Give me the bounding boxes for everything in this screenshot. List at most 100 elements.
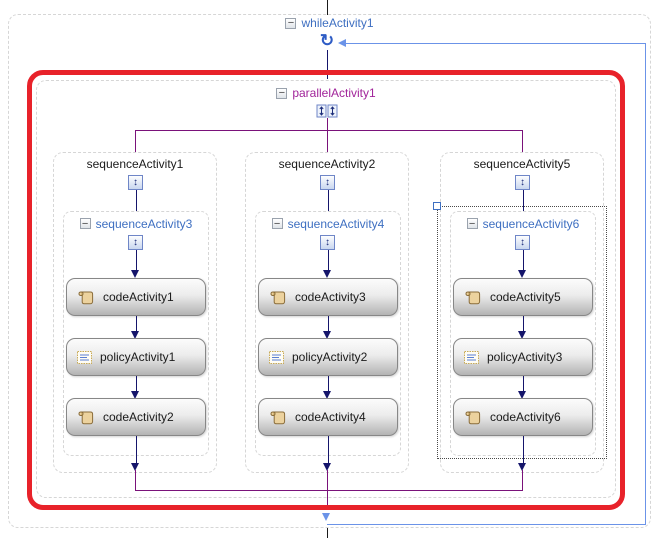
connector-line [328, 436, 329, 463]
connector-while-to-parallel [327, 50, 328, 79]
connector-join-center [327, 470, 328, 505]
sequence-title: sequenceActivity1 [86, 157, 184, 171]
loopback-arrowhead-left [338, 39, 346, 47]
inner-sequence-header[interactable]: − sequenceActivity4 [255, 216, 401, 231]
connector-parallel-stem [327, 118, 328, 130]
inner-sequence-header[interactable]: − sequenceActivity6 [450, 216, 596, 231]
activity-label: policyActivity1 [100, 350, 176, 364]
connector-line [523, 436, 524, 463]
connector-join [522, 470, 523, 490]
connector-branch-drop [522, 130, 523, 152]
scroll-icon [464, 410, 482, 425]
arrowhead-down [518, 270, 526, 278]
code-activity[interactable]: codeActivity1 [66, 278, 206, 316]
connector-exit-line [327, 528, 328, 538]
sequence-icon[interactable]: ↕ [320, 175, 335, 190]
connector-loopback-bottom [327, 524, 645, 525]
activity-label: codeActivity3 [295, 290, 366, 304]
connector-line [136, 376, 137, 391]
arrowhead-down [131, 391, 139, 399]
parallel-activity-container[interactable] [36, 80, 616, 498]
inner-sequence-label: sequenceActivity3 [95, 216, 193, 231]
arrowhead-down [323, 270, 331, 278]
connector-line [523, 190, 524, 211]
parallel-icon[interactable] [316, 104, 338, 118]
selection-rect [437, 206, 607, 459]
activity-label: codeActivity5 [490, 290, 561, 304]
connector-branch-drop [135, 130, 136, 152]
code-activity[interactable]: codeActivity3 [258, 278, 398, 316]
activity-label: codeActivity2 [103, 410, 174, 424]
while-activity-label: whileActivity1 [301, 16, 374, 30]
connector-join [135, 470, 136, 490]
sequence-icon[interactable]: ↕ [515, 175, 530, 190]
inner-sequence-label: sequenceActivity4 [287, 216, 385, 231]
loopback-arrowhead-down [322, 513, 330, 521]
sequence-icon[interactable]: ↕ [128, 235, 143, 250]
connector-loopback-right [645, 43, 646, 525]
connector-join-bar [135, 490, 523, 491]
collapse-toggle-icon[interactable]: − [79, 218, 91, 229]
arrowhead-down [518, 391, 526, 399]
arrowhead-down [131, 463, 139, 471]
connector-line [136, 250, 137, 270]
code-activity[interactable]: codeActivity6 [453, 398, 593, 436]
arrowhead-down [323, 463, 331, 471]
policy-activity[interactable]: policyActivity2 [258, 338, 398, 376]
sequence-activity-branch[interactable]: sequenceActivity1 ↕ − sequenceActivity3 … [53, 152, 217, 473]
rules-icon [77, 350, 92, 364]
activity-label: policyActivity2 [292, 350, 368, 364]
code-activity[interactable]: codeActivity2 [66, 398, 206, 436]
scroll-icon [269, 290, 287, 305]
loop-icon[interactable]: ↻ [319, 31, 335, 50]
arrowhead-down [131, 270, 139, 278]
connector-branch-drop [327, 130, 328, 152]
rules-icon [464, 350, 479, 364]
sequence-icon[interactable]: ↕ [515, 235, 530, 250]
connector-loopback-top [340, 43, 645, 44]
sequence-title: sequenceActivity5 [473, 157, 571, 171]
connector-parallel-split [135, 130, 523, 131]
inner-sequence-label: sequenceActivity6 [482, 216, 580, 231]
collapse-toggle-icon[interactable]: − [466, 218, 478, 229]
policy-activity[interactable]: policyActivity3 [453, 338, 593, 376]
connector-line [328, 250, 329, 270]
connector-line [136, 436, 137, 463]
connector-line [328, 316, 329, 331]
parallel-activity-label: parallelActivity1 [292, 86, 376, 100]
connector-line [523, 376, 524, 391]
collapse-toggle-icon[interactable]: − [276, 87, 288, 99]
scroll-icon [269, 410, 287, 425]
activity-label: policyActivity3 [487, 350, 563, 364]
scroll-icon [464, 290, 482, 305]
selection-handle[interactable] [433, 202, 441, 210]
arrowhead-down [518, 331, 526, 339]
code-activity[interactable]: codeActivity4 [258, 398, 398, 436]
connector-line [523, 250, 524, 270]
while-activity-container[interactable] [8, 14, 651, 528]
scroll-icon [77, 410, 95, 425]
scroll-icon [77, 290, 95, 305]
sequence-activity-branch[interactable]: sequenceActivity2 ↕ − sequenceActivity4 … [245, 152, 409, 473]
policy-activity[interactable]: policyActivity1 [66, 338, 206, 376]
activity-label: codeActivity6 [490, 410, 561, 424]
inner-sequence-header[interactable]: − sequenceActivity3 [63, 216, 209, 231]
code-activity[interactable]: codeActivity5 [453, 278, 593, 316]
connector-line [328, 376, 329, 391]
connector-line [136, 316, 137, 331]
arrowhead-down [323, 331, 331, 339]
activity-label: codeActivity4 [295, 410, 366, 424]
collapse-toggle-icon[interactable]: − [285, 17, 297, 29]
sequence-icon[interactable]: ↕ [320, 235, 335, 250]
sequence-title: sequenceActivity2 [278, 157, 376, 171]
collapse-toggle-icon[interactable]: − [271, 218, 283, 229]
parallel-activity-header[interactable]: − parallelActivity1 [36, 86, 616, 100]
activity-label: codeActivity1 [103, 290, 174, 304]
sequence-icon[interactable]: ↕ [128, 175, 143, 190]
connector-entry-line [327, 0, 328, 15]
rules-icon [269, 350, 284, 364]
while-activity-header[interactable]: − whileActivity1 [8, 16, 651, 30]
connector-line [523, 316, 524, 331]
arrowhead-down [131, 331, 139, 339]
arrowhead-down [323, 391, 331, 399]
